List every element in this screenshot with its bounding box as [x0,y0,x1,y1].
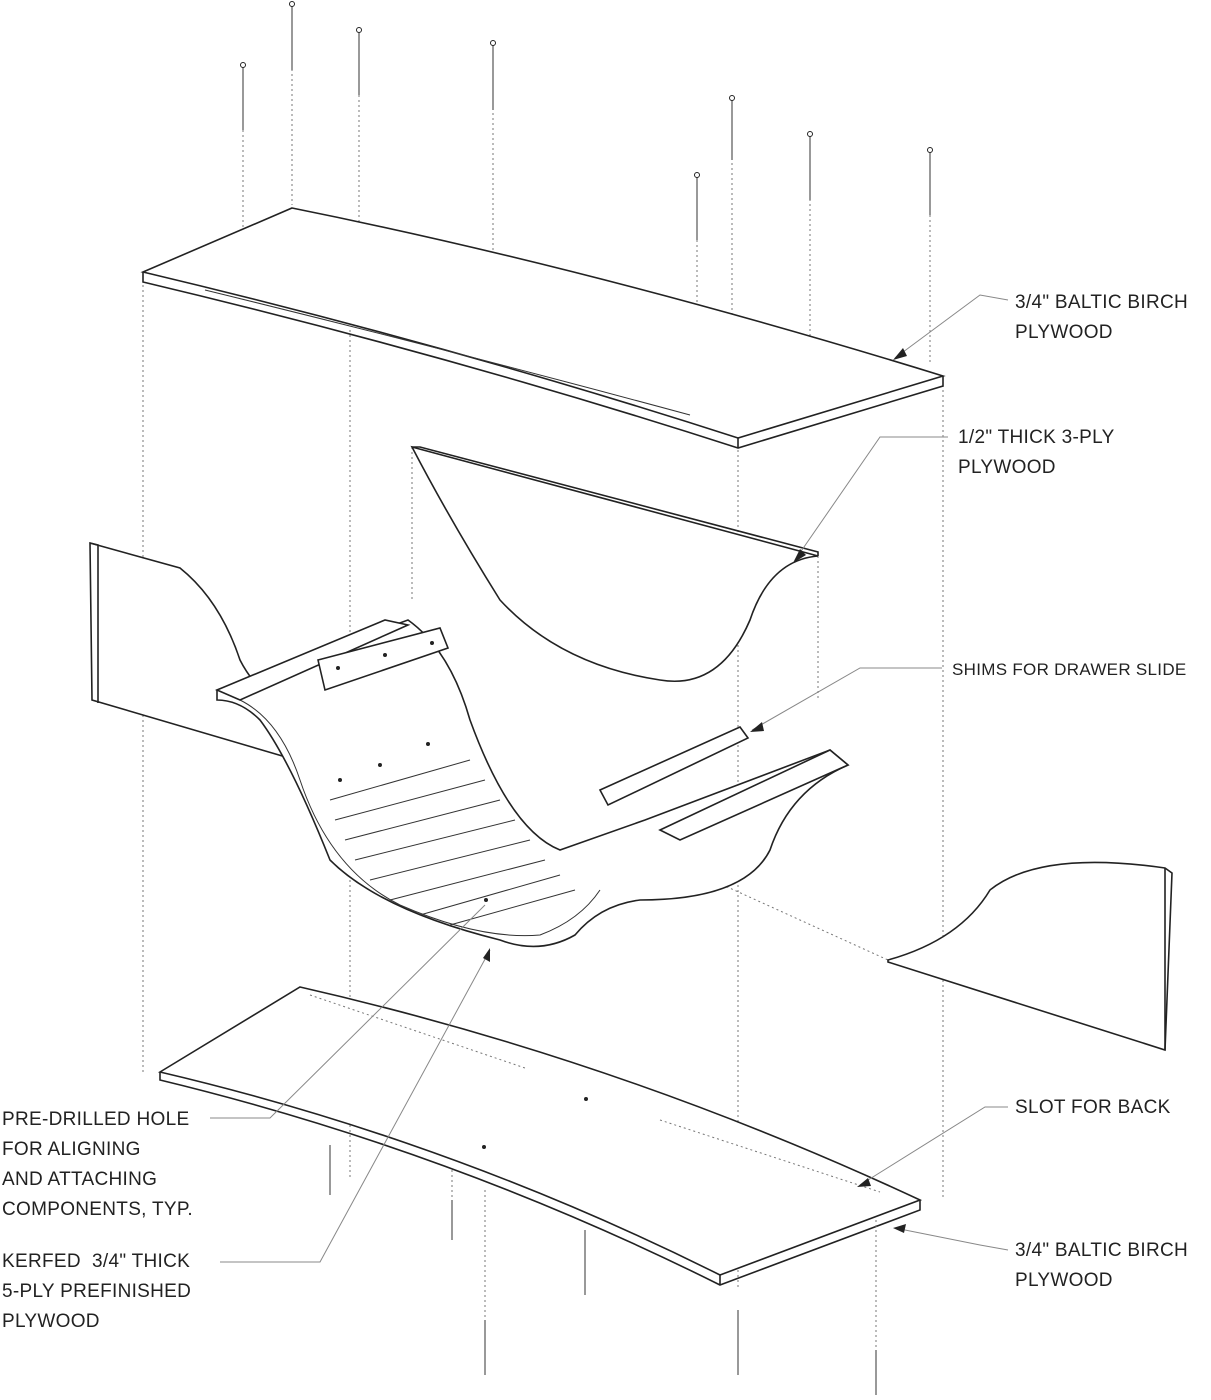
label-line: 1/2" THICK 3-PLY [958,427,1115,448]
label-top-board: 3/4" BALTIC BIRCH PLYWOOD [1015,288,1188,348]
back-panel [410,445,819,682]
kerfed-shell [214,619,850,948]
label-line: PLYWOOD [958,457,1056,478]
label-line: FOR ALIGNING [2,1139,141,1160]
leader-arrowheads [483,348,907,1233]
right-side-panel [887,861,1173,1052]
label-line: 3/4" BALTIC BIRCH [1015,292,1189,313]
label-line: COMPONENTS, TYP. [2,1199,193,1220]
bottom-board [157,986,923,1286]
label-bottom-board: 3/4" BALTIC BIRCH PLYWOOD [1015,1236,1188,1296]
label-back-panel: 1/2" THICK 3-PLY PLYWOOD [958,423,1115,483]
label-kerfed-plywood: KERFED 3/4" THICK 5-PLY PREFINISHED PLYWOO… [2,1247,191,1337]
label-slot: SLOT FOR BACK [1015,1093,1171,1123]
label-line: SLOT FOR BACK [1015,1097,1171,1118]
label-shims: SHIMS FOR DRAWER SLIDE [952,655,1187,685]
label-line: PLYWOOD [1015,1270,1113,1291]
top-board [140,207,946,449]
label-line: PLYWOOD [1015,322,1113,343]
label-line: 5-PLY PREFINISHED [2,1281,192,1302]
leader-lines [210,294,1009,1263]
label-line: AND ATTACHING [2,1169,158,1190]
label-line: PLYWOOD [2,1311,100,1332]
label-line: KERFED 3/4" THICK [2,1251,191,1272]
label-pre-drilled-hole: PRE-DRILLED HOLE FOR ALIGNING AND ATTACHIN… [2,1105,193,1225]
label-line: SHIMS FOR DRAWER SLIDE [952,660,1187,679]
top-screws [240,1,933,395]
bottom-screws [329,1145,877,1395]
drawer-slide-shim [598,726,750,807]
label-line: 3/4" BALTIC BIRCH [1015,1240,1189,1261]
label-line: PRE-DRILLED HOLE [2,1109,190,1130]
